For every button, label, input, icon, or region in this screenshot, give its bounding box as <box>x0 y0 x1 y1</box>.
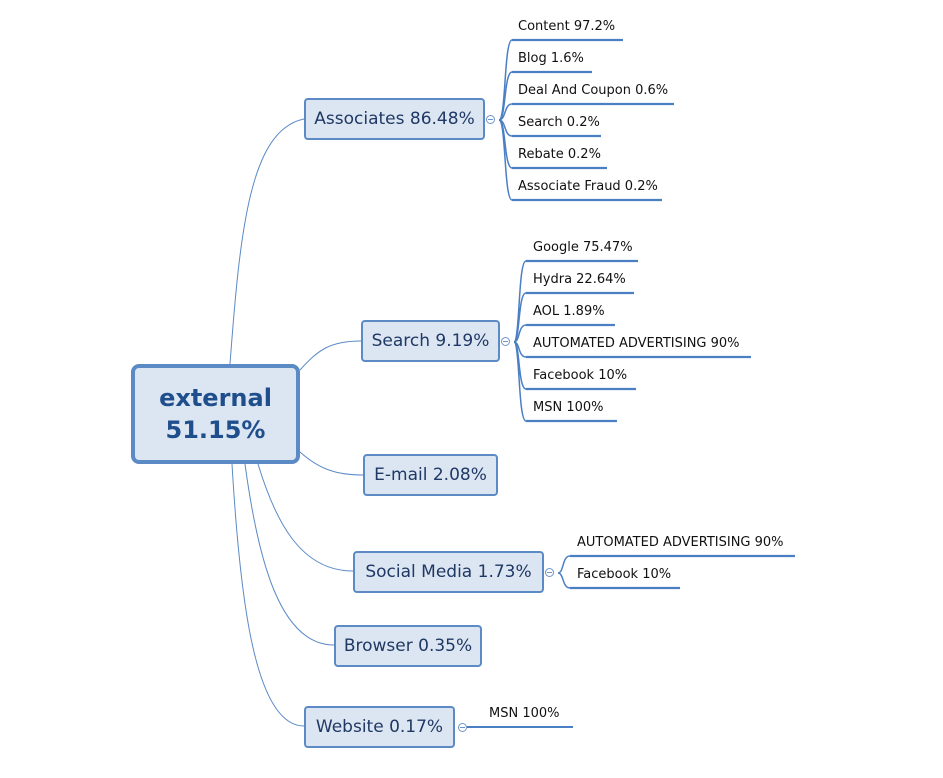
leaf-connector-search <box>513 292 634 343</box>
branch-node-email[interactable]: E-mail 2.08% <box>363 454 498 496</box>
leaf-blog[interactable]: Blog 1.6% <box>518 51 584 66</box>
leaf-connector-search <box>513 324 615 343</box>
leaf-aol[interactable]: AOL 1.89% <box>533 304 605 319</box>
leaf-connector-social-media <box>557 555 795 574</box>
branch-node-search[interactable]: Search 9.19% <box>361 320 500 362</box>
leaf-google[interactable]: Google 75.47% <box>533 240 633 255</box>
collapse-toggle-icon[interactable] <box>501 337 510 346</box>
connector-search <box>299 340 362 371</box>
branch-node-social-media[interactable]: Social Media 1.73% <box>353 551 544 593</box>
branch-label: E-mail 2.08% <box>374 465 487 485</box>
root-label-name: external <box>159 384 272 412</box>
leaf-content[interactable]: Content 97.2% <box>518 19 616 34</box>
leaf-msn[interactable]: MSN 100% <box>533 400 604 415</box>
branch-node-associates[interactable]: Associates 86.48% <box>304 98 485 140</box>
leaf-msn[interactable]: MSN 100% <box>489 706 560 721</box>
branch-node-website[interactable]: Website 0.17% <box>304 706 455 748</box>
branch-label: Social Media 1.73% <box>365 562 532 582</box>
branch-node-browser[interactable]: Browser 0.35% <box>334 625 482 667</box>
branch-label: Associates 86.48% <box>314 109 475 129</box>
leaf-automated-advertising[interactable]: AUTOMATED ADVERTISING 90% <box>577 535 784 550</box>
root-label-percent: 51.15% <box>165 416 266 444</box>
leaf-associate-fraud[interactable]: Associate Fraud 0.2% <box>518 179 658 194</box>
connector-email <box>299 451 364 476</box>
connector-associates <box>229 118 305 365</box>
connector-browser <box>244 463 335 646</box>
connector-website <box>231 463 305 727</box>
leaf-connector-social-media <box>557 572 680 589</box>
collapse-toggle-icon[interactable] <box>486 115 495 124</box>
leaf-connector-search <box>513 341 617 422</box>
branch-label: Search 9.19% <box>371 331 490 351</box>
collapse-toggle-icon[interactable] <box>545 568 554 577</box>
leaf-facebook[interactable]: Facebook 10% <box>577 567 672 582</box>
connector-social-media <box>257 463 354 572</box>
leaf-automated-advertising[interactable]: AUTOMATED ADVERTISING 90% <box>533 336 740 351</box>
leaf-connector-associates <box>498 71 592 121</box>
leaf-hydra[interactable]: Hydra 22.64% <box>533 272 626 287</box>
leaf-rebate[interactable]: Rebate 0.2% <box>518 147 601 162</box>
collapse-toggle-icon[interactable] <box>458 723 467 732</box>
leaf-deal-and-coupon[interactable]: Deal And Coupon 0.6% <box>518 83 669 98</box>
leaf-facebook[interactable]: Facebook 10% <box>533 368 628 383</box>
leaf-connector-associates <box>498 119 662 201</box>
branch-label: Browser 0.35% <box>343 636 473 656</box>
leaf-search[interactable]: Search 0.2% <box>518 115 600 130</box>
root-node[interactable]: external 51.15% <box>131 364 300 464</box>
branch-label: Website 0.17% <box>315 717 444 737</box>
leaf-connector-associates <box>498 103 674 121</box>
